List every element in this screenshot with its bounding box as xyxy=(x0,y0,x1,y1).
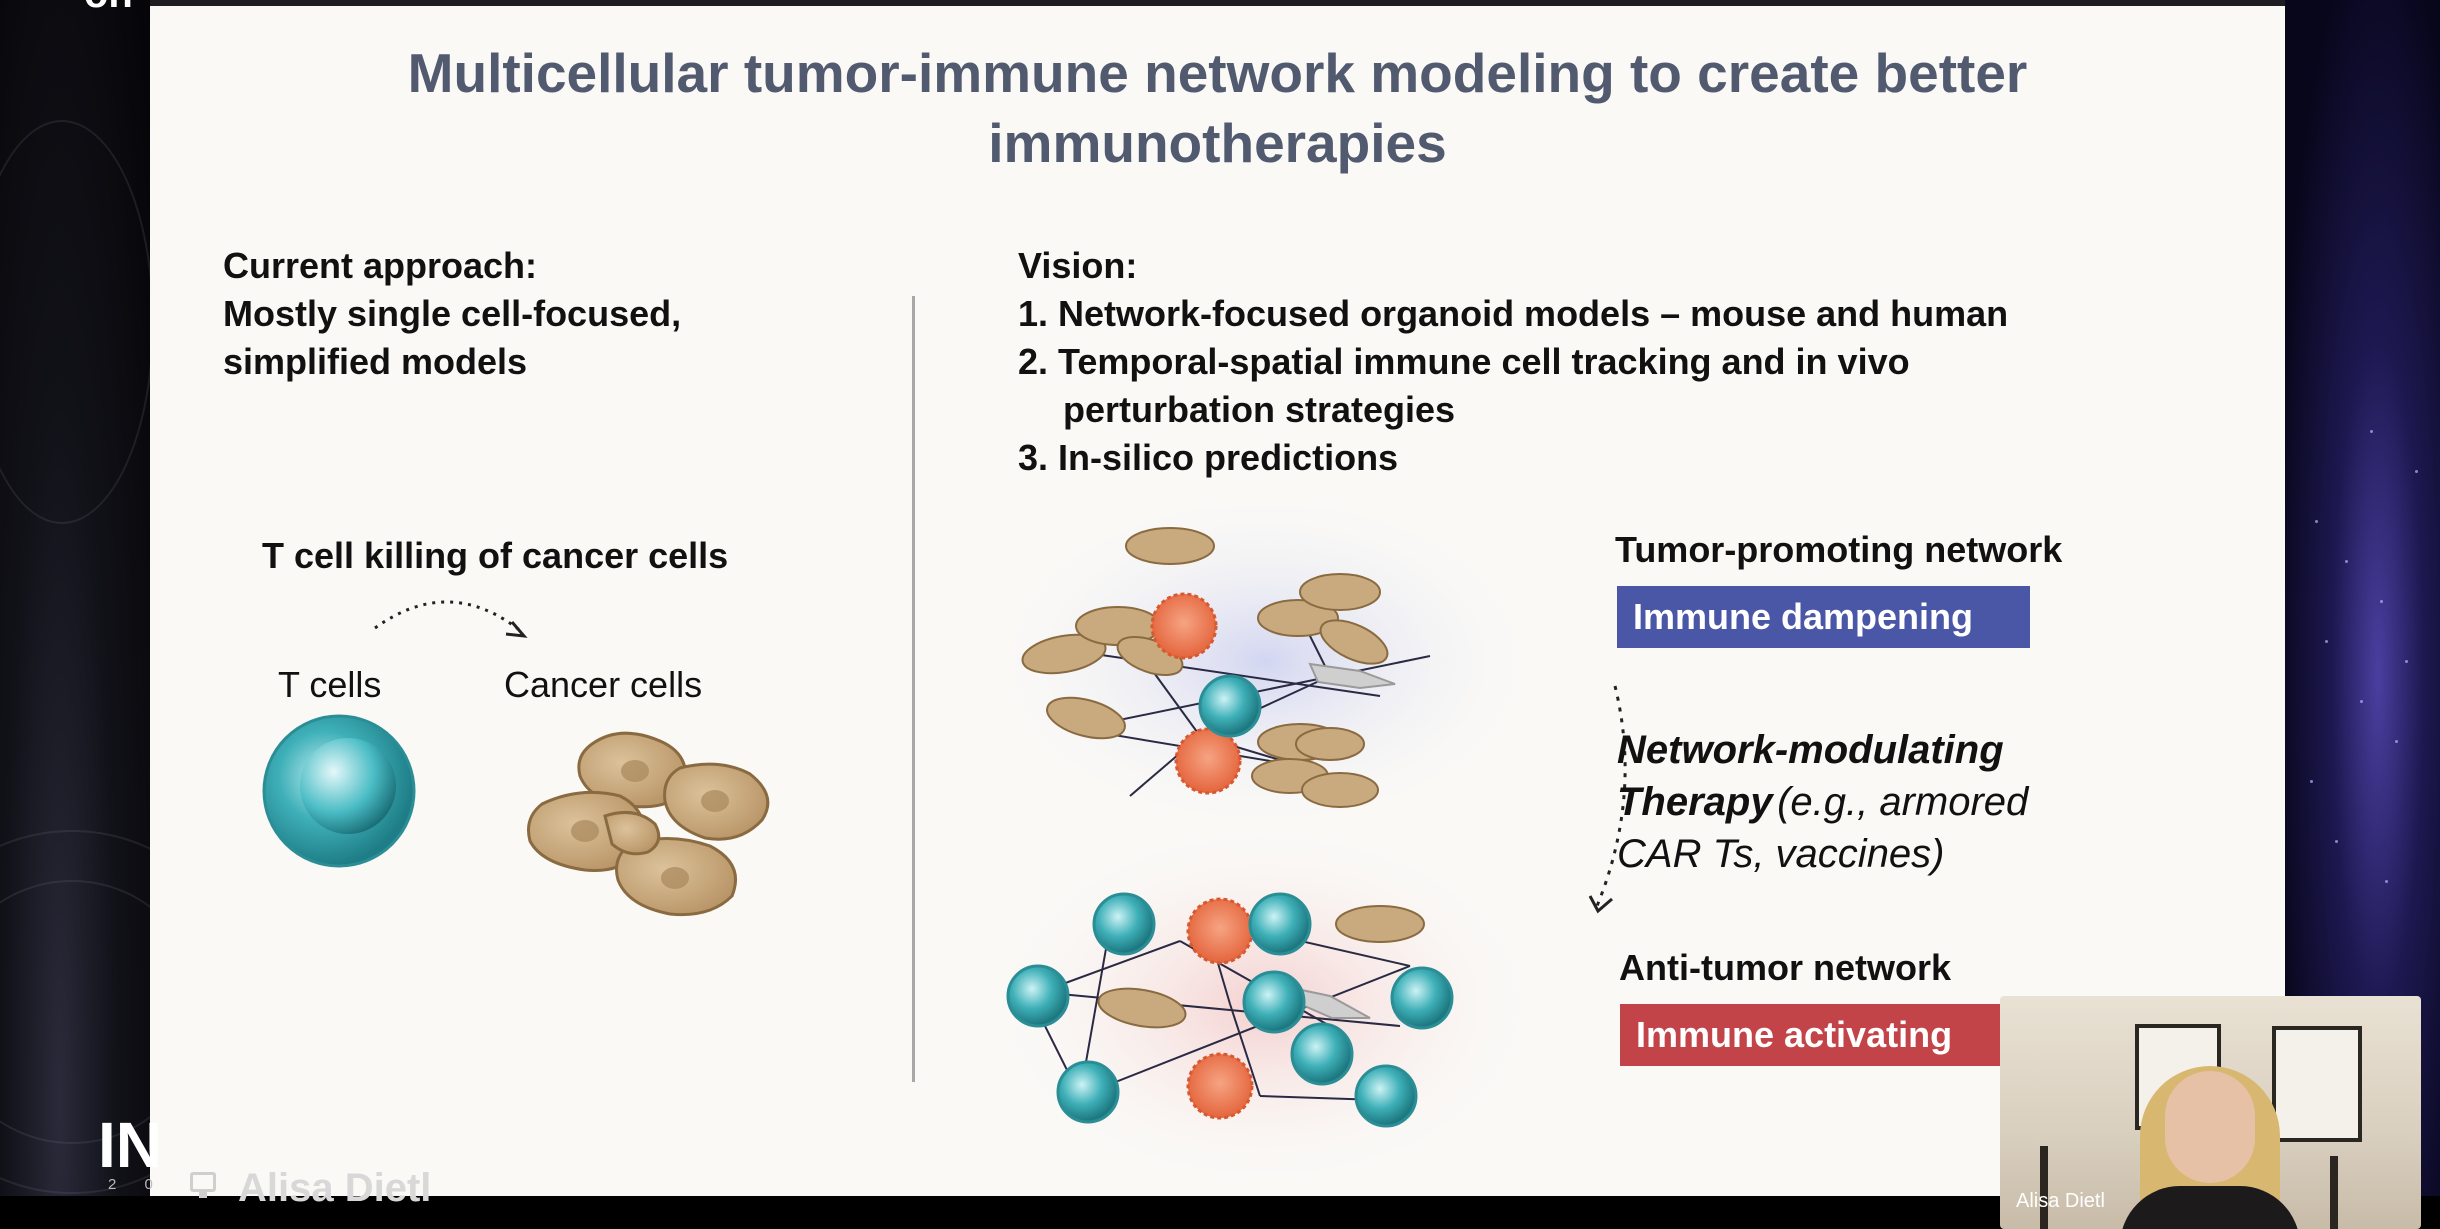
therapy-bold-line1: Network-modulating xyxy=(1617,728,2004,772)
current-approach-line2: Mostly single cell-focused, xyxy=(223,293,682,334)
decor-dot xyxy=(2335,840,2338,843)
decor-dot xyxy=(2370,430,2373,433)
top-left-text-fragment: on xyxy=(84,0,133,17)
top-strip xyxy=(150,0,2285,6)
decor-dot xyxy=(2315,520,2318,523)
vision-item-2-line1: 2. Temporal-spatial immune cell tracking… xyxy=(1018,341,1910,382)
immune-dampening-box: Immune dampening xyxy=(1617,586,2030,648)
current-approach-line1: Current approach: xyxy=(223,245,538,286)
screen-share-icon xyxy=(190,1172,216,1192)
cancer-cell-cluster xyxy=(527,731,770,917)
decor-dot xyxy=(2345,560,2348,563)
vision-item-1: 1. Network-focused organoid models – mou… xyxy=(1018,293,2009,334)
kill-arrow-head xyxy=(505,621,528,638)
slide-title-line2: immunotherapies xyxy=(988,112,1447,174)
therapy-bold-line2: Therapy xyxy=(1617,780,1773,824)
anti-network-cancer-cells xyxy=(1097,905,1425,1029)
decor-dot xyxy=(2395,740,2398,743)
tumor-network-tcell xyxy=(1198,674,1262,738)
decor-dot xyxy=(2385,880,2388,883)
background-left xyxy=(0,0,254,1229)
tumor-network-glow xyxy=(1000,506,1545,836)
cancer-cells-label: Cancer cells xyxy=(504,664,703,705)
decor-dot xyxy=(2360,700,2363,703)
column-divider xyxy=(912,296,915,1082)
vision-block: Vision: 1. Network-focused organoid mode… xyxy=(1018,242,2008,482)
vision-item-2-line2: perturbation strategies xyxy=(1063,389,1456,430)
tcells-label: T cells xyxy=(278,664,382,705)
left-diagram xyxy=(262,600,770,917)
candle-holder xyxy=(2040,1146,2048,1229)
presenter-name-label: Alisa Dietl xyxy=(238,1166,432,1210)
tumor-network-cancer-cells xyxy=(1021,527,1389,808)
kill-arrow xyxy=(374,600,523,634)
therapy-example-line1: (e.g., armored xyxy=(1777,780,2029,824)
therapy-arrow xyxy=(1595,685,1627,907)
therapy-example-line2: CAR Ts, vaccines) xyxy=(1617,832,1945,876)
decor-dot xyxy=(2405,660,2408,663)
slide-title-line1: Multicellular tumor-immune network model… xyxy=(407,42,2028,104)
therapy-line2: Therapy (e.g., armored xyxy=(1617,776,2028,828)
decor-ring xyxy=(0,120,154,524)
decor-dot xyxy=(2415,470,2418,473)
screen-share-icon-stand xyxy=(199,1192,207,1198)
tcell-diagram-title: T cell killing of cancer cells xyxy=(262,535,729,576)
conference-brand-fragment: IN xyxy=(98,1109,162,1181)
slide-title: Multicellular tumor-immune network model… xyxy=(150,38,2285,178)
decor-dot xyxy=(2380,600,2383,603)
decor-dot xyxy=(2325,640,2328,643)
network-diagram xyxy=(1000,506,1627,1191)
anti-network-tcells xyxy=(1006,892,1454,1128)
webcam-video-tile[interactable] xyxy=(2000,996,2421,1229)
therapy-arrow-head xyxy=(1588,895,1613,914)
therapy-text: Network-modulating Therapy (e.g., armore… xyxy=(1617,724,2028,880)
anti-tumor-network-title: Anti-tumor network xyxy=(1619,947,1951,988)
decor-dot xyxy=(2310,780,2313,783)
tumor-network-orange-cells xyxy=(1150,592,1242,795)
vision-label: Vision: xyxy=(1018,245,1138,286)
presentation-slide: Multicellular tumor-immune network model… xyxy=(150,6,2285,1196)
webcam-name-label: Alisa Dietl xyxy=(2016,1190,2105,1212)
immune-activating-box: Immune activating xyxy=(1620,1004,2000,1066)
current-approach-line3: simplified models xyxy=(223,341,528,382)
current-approach-heading: Current approach: Mostly single cell-foc… xyxy=(223,242,681,386)
candle-holder xyxy=(2330,1156,2338,1229)
presenter-shoulders xyxy=(2120,1186,2300,1229)
vision-item-3: 3. In-silico predictions xyxy=(1018,437,1399,478)
conference-year-fragment: 2 0 xyxy=(108,1176,165,1193)
fibroblast-cell xyxy=(1308,662,1396,690)
tumor-network-title: Tumor-promoting network xyxy=(1615,529,2063,570)
presenter-face xyxy=(2165,1071,2255,1183)
wall-picture-frame xyxy=(2272,1026,2362,1142)
tcell-nucleus xyxy=(300,738,396,834)
